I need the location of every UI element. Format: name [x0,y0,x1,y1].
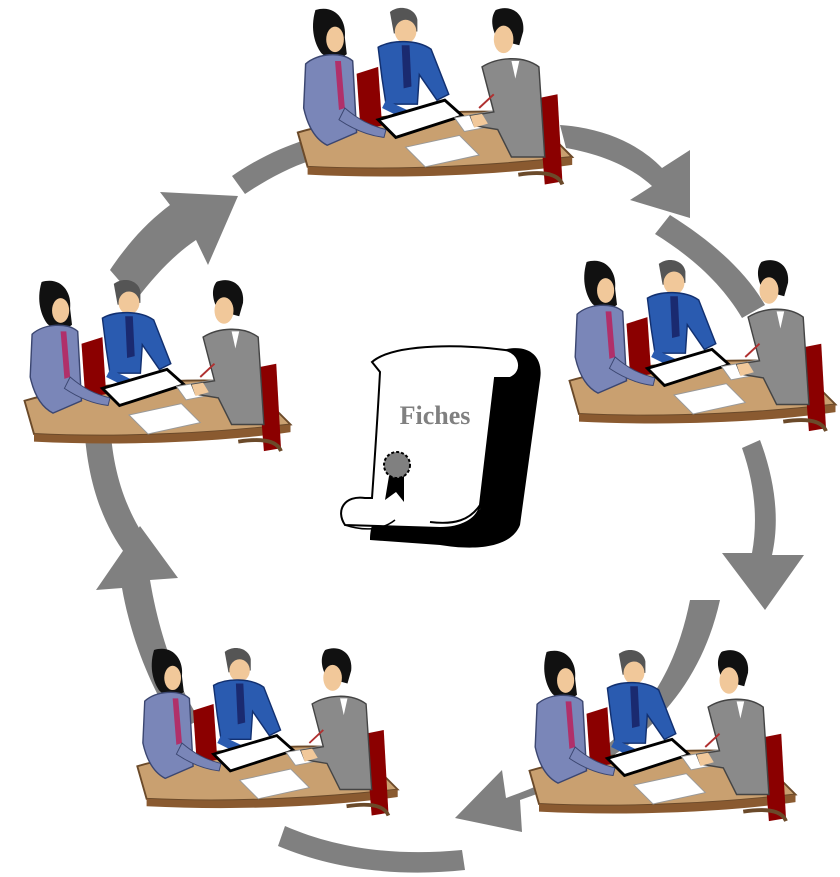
arrow-top-arc [232,140,312,194]
arrow-right-down [722,440,804,610]
meeting-bottom-right [527,648,798,824]
arrow-left-arc [84,420,150,555]
meeting-right [567,258,838,434]
center-label: Fiches [400,401,471,430]
scroll-certificate-icon: Fiches [340,345,541,548]
meeting-left [22,278,293,454]
arrow-left-top [110,192,238,300]
meeting-bottom-left [135,646,400,818]
meeting-top [295,5,575,187]
arrow-right-arc [655,215,765,318]
arrow-bottom-left [455,600,720,832]
arrow-bottom-arc [278,826,465,873]
arrow-top-right [560,125,690,218]
